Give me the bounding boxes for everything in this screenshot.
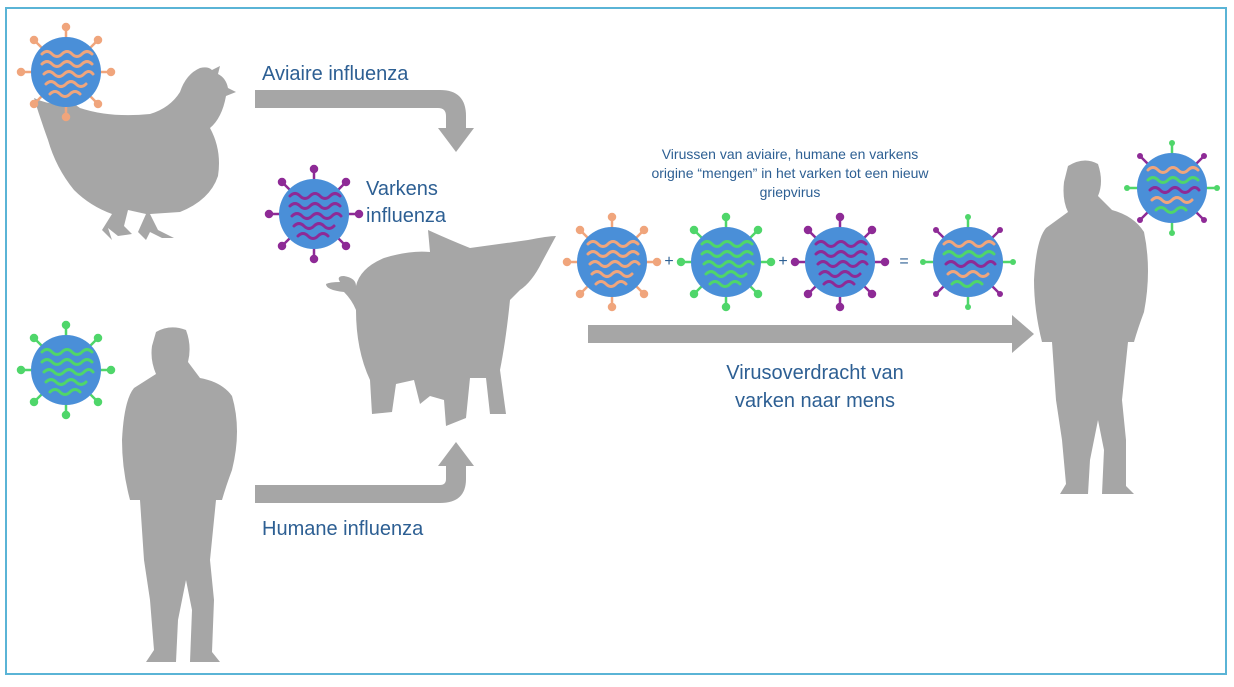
avian-arrow — [255, 90, 474, 152]
avian-virus-icon — [16, 22, 116, 122]
mix-human-virus-icon — [676, 212, 776, 312]
chicken-silhouette — [34, 66, 236, 240]
human-influenza-label: Humane influenza — [262, 518, 424, 540]
mix-new-virus-icon — [920, 214, 1016, 310]
outer-border — [5, 7, 1227, 675]
swine-influenza-label-line1: Varkens — [366, 178, 438, 200]
avian-influenza-label: Aviaire influenza — [262, 63, 409, 85]
equals-sign: = — [899, 253, 908, 270]
human-arrow — [255, 442, 474, 503]
mix-avian-virus-icon — [562, 212, 662, 312]
swine-influenza-label-line2: influenza — [366, 205, 447, 227]
mixing-caption-line2: origine “mengen” in het varken tot een n… — [651, 165, 929, 181]
swine-virus-icon — [264, 164, 364, 264]
human-virus-icon — [16, 320, 116, 420]
transfer-caption-line2: varken naar mens — [735, 390, 895, 412]
mixing-caption-line3: griepvirus — [760, 184, 821, 200]
new-virus-human-icon — [1124, 140, 1220, 236]
mixing-caption-line1: Virussen van aviaire, humane en varkens — [662, 146, 919, 162]
plus-sign-1: + — [664, 253, 673, 270]
plus-sign-2: + — [778, 253, 787, 270]
pig-silhouette — [326, 230, 556, 426]
farmer-right-silhouette — [1034, 160, 1148, 494]
transfer-arrow — [588, 315, 1034, 353]
transfer-caption-line1: Virusoverdracht van — [726, 362, 904, 384]
farmer-left-silhouette — [122, 327, 237, 662]
mix-swine-virus-icon — [790, 212, 890, 312]
